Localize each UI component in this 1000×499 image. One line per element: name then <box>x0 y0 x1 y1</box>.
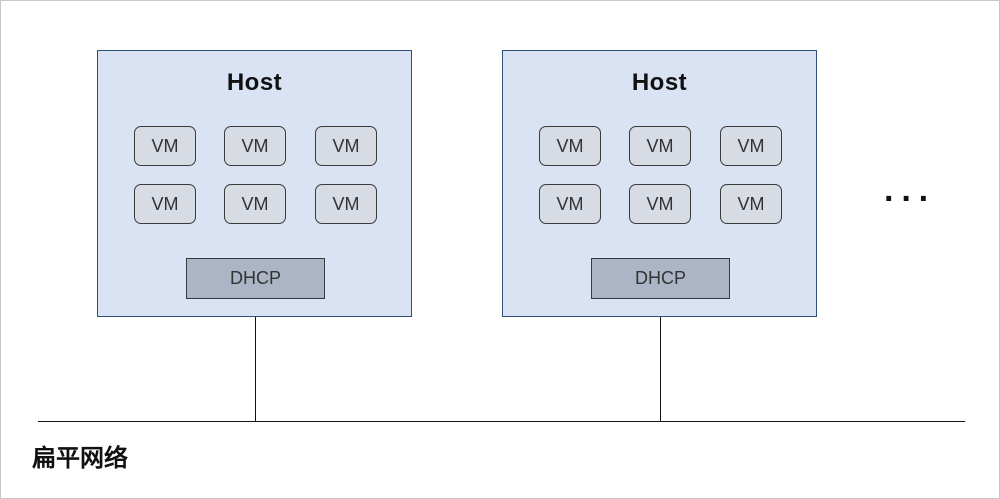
host-title: Host <box>226 69 283 96</box>
dhcp-node: DHCP <box>186 258 325 299</box>
dhcp-node: DHCP <box>591 258 730 299</box>
host-1-connector <box>255 317 256 421</box>
vm-node: VM <box>720 126 782 166</box>
vm-node: VM <box>539 184 601 224</box>
host-2-connector <box>660 317 661 421</box>
vm-node: VM <box>629 126 691 166</box>
host-box-1: Host VM VM VM VM VM VM DHCP <box>97 50 412 317</box>
vm-node: VM <box>315 184 377 224</box>
flat-network-bus <box>38 421 965 422</box>
vm-node: VM <box>134 184 196 224</box>
vm-node: VM <box>315 126 377 166</box>
vm-node: VM <box>629 184 691 224</box>
host-box-2: Host VM VM VM VM VM VM DHCP <box>502 50 817 317</box>
host-title: Host <box>631 69 688 96</box>
more-hosts-ellipsis: ··· <box>884 180 936 218</box>
network-label: 扁平网络 <box>32 444 128 472</box>
vm-node: VM <box>539 126 601 166</box>
vm-node: VM <box>134 126 196 166</box>
vm-node: VM <box>224 184 286 224</box>
vm-node: VM <box>224 126 286 166</box>
vm-node: VM <box>720 184 782 224</box>
